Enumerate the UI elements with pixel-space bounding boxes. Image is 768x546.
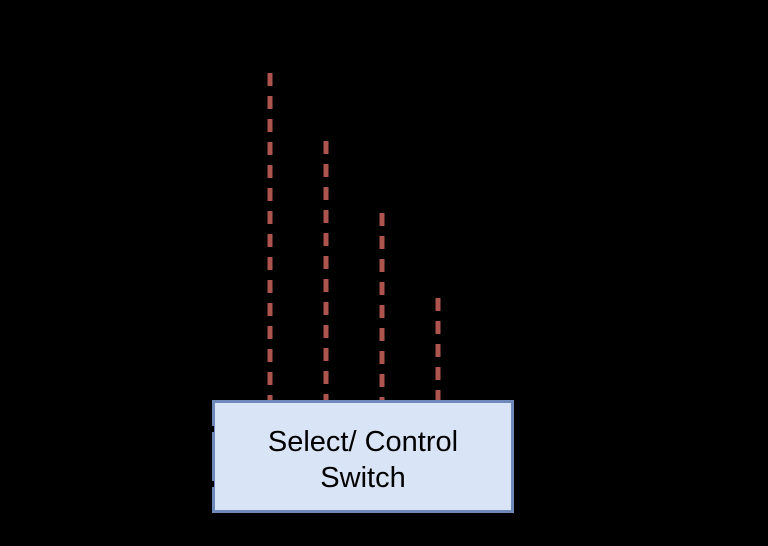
arrow-tip-mark-1 [210, 426, 214, 432]
switch-box-label-line2: Switch [320, 461, 406, 494]
select-control-switch-box: Select/ Control Switch [212, 400, 514, 513]
arrow-tip-mark-2 [210, 481, 214, 487]
switch-box-label-line1: Select/ Control [267, 425, 459, 458]
